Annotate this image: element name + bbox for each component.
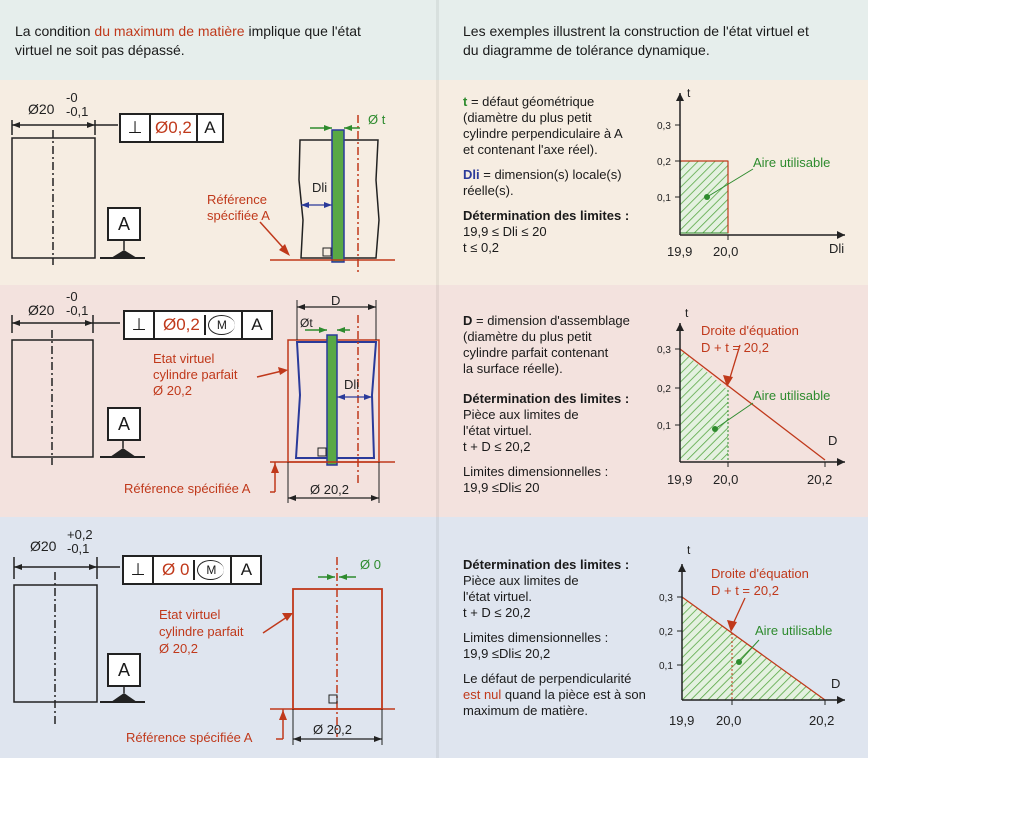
- row3-chart-eq-line2: D + t = 20,2: [711, 583, 779, 598]
- row3-virtual-line1: Etat virtuel: [159, 607, 221, 622]
- row3-chart-ytick: 0,3: [659, 593, 673, 604]
- row1-ref-line2: spécifiée A: [207, 208, 270, 223]
- row3-chart-eq-line1: Droite d'équation: [711, 566, 809, 581]
- row3-chart-area-label: Aire utilisable: [755, 623, 832, 638]
- row2-chart-ylabel: t: [685, 306, 689, 320]
- row2-phi-t: Øt: [300, 316, 313, 330]
- row1-chart-xlabel: Dli: [829, 241, 844, 256]
- row2-chart-eq-line1: Droite d'équation: [701, 323, 799, 338]
- row1-feature-control-frame: ⊥ Ø0,2 A: [119, 113, 224, 143]
- page-fold: [436, 0, 439, 758]
- max-material-modifier: M: [207, 315, 235, 335]
- row3-chart-ytick: 0,2: [659, 627, 673, 638]
- row2-chart-xtick: 19,9: [667, 472, 692, 487]
- row2-virtual-line2: cylindre parfait: [153, 367, 238, 382]
- row2-tol-lower: -0,1: [66, 303, 88, 318]
- row3-chart-xtick: 19,9: [669, 713, 694, 728]
- row3-virtual-line2: cylindre parfait: [159, 624, 244, 639]
- row2-virtual-line1: Etat virtuel: [153, 351, 215, 366]
- row3-chart: t D 0,3 0,2 0,1 19,9 20,0 20,2 Droite d'…: [659, 543, 845, 728]
- perpendicularity-symbol: ⊥: [125, 312, 155, 338]
- row1-fcf-datum: A: [204, 118, 216, 137]
- row2-chart-area-label: Aire utilisable: [753, 388, 830, 403]
- row1-tol-upper: -0: [66, 90, 78, 105]
- row2-chart-xtick: 20,0: [713, 472, 738, 487]
- row1-fcf-tolerance: Ø0,2: [151, 115, 198, 141]
- row3-phi0: Ø 0: [360, 557, 381, 572]
- row1-chart-area-label: Aire utilisable: [753, 155, 830, 170]
- row1-chart-ytick: 0,3: [657, 121, 671, 132]
- row1-chart-xtick: 20,0: [713, 244, 738, 259]
- row3-datum-box: A: [107, 653, 141, 687]
- row1-drawing: Ø20 -0 -0,1 Ø t Dli Référence spécifiée …: [11, 90, 395, 275]
- max-material-modifier: M: [197, 560, 225, 580]
- row2-datum-box: A: [107, 407, 141, 441]
- row1-phi-t: Ø t: [368, 112, 386, 127]
- row1-chart: t Dli 0,3 0,2 0,1 19,9 20,0 Aire utilisa…: [657, 86, 845, 259]
- row2-chart: t D 0,3 0,2 0,1 19,9 20,0 20,2 Droite d'…: [657, 306, 845, 487]
- row3-virtual-line3: Ø 20,2: [159, 641, 198, 656]
- row2-chart-xtick: 20,2: [807, 472, 832, 487]
- row3-fcf-tolerance: Ø 0: [158, 560, 196, 580]
- row2-fcf-tolerance: Ø0,2: [159, 315, 206, 335]
- row3-chart-xlabel: D: [831, 676, 840, 691]
- row1-ref-line1: Référence: [207, 192, 267, 207]
- row2-dli: Dli: [344, 377, 359, 392]
- row2-drawing: Ø20 -0 -0,1 D Øt Dli Ø 20,2 Etat virtuel…: [11, 289, 395, 503]
- top-band: [0, 0, 868, 80]
- row3-ref: Référence spécifiée A: [126, 730, 253, 745]
- row2-d-label: D: [331, 293, 340, 308]
- row2-dim: Ø20: [28, 302, 55, 318]
- row3-tol-upper: +0,2: [67, 527, 93, 542]
- row3-drawing: Ø20 +0,2 -0,1 Ø 0 Ø 20,2 Etat virtuel cy…: [13, 527, 395, 745]
- row3-tol-lower: -0,1: [67, 541, 89, 556]
- row3-chart-xtick: 20,0: [716, 713, 741, 728]
- row1-chart-ylabel: t: [687, 86, 691, 100]
- header-right: Les exemples illustrent la construction …: [463, 23, 809, 58]
- row1-dim: Ø20: [28, 101, 55, 117]
- row1-chart-ytick: 0,1: [657, 193, 671, 204]
- row2-fcf-datum: A: [251, 315, 263, 334]
- row2-chart-xlabel: D: [828, 433, 837, 448]
- row3-dim-bottom: Ø 20,2: [313, 722, 352, 737]
- header-left: La condition du maximum de matière impli…: [15, 23, 361, 58]
- row3-chart-ytick: 0,1: [659, 661, 673, 672]
- row2-virtual-line3: Ø 20,2: [153, 383, 192, 398]
- perpendicularity-symbol: ⊥: [124, 557, 154, 583]
- row3-chart-xtick: 20,2: [809, 713, 834, 728]
- row2-tol-upper: -0: [66, 289, 78, 304]
- row2-text: D = dimension d'assemblage (diamètre du …: [463, 313, 630, 495]
- perpendicularity-symbol: ⊥: [121, 115, 151, 141]
- row1-dli: Dli: [312, 180, 327, 195]
- row1-tol-lower: -0,1: [66, 104, 88, 119]
- row1-text: t = défaut géométrique (diamètre du plus…: [463, 94, 630, 255]
- row2-dim-bottom: Ø 20,2: [310, 482, 349, 497]
- row1-chart-xtick: 19,9: [667, 244, 692, 259]
- row2-ref: Référence spécifiée A: [124, 481, 251, 496]
- row2-chart-ytick: 0,3: [657, 345, 671, 356]
- row2-chart-eq-line2: D + t = 20,2: [701, 340, 769, 355]
- row3-chart-ylabel: t: [687, 543, 691, 557]
- row1-datum-box: A: [107, 207, 141, 241]
- row3-text: Détermination des limites : Pièce aux li…: [463, 557, 646, 718]
- row2-chart-ytick: 0,2: [657, 384, 671, 395]
- row3-dim: Ø20: [30, 538, 57, 554]
- row3-fcf-datum: A: [240, 560, 253, 579]
- row2-chart-ytick: 0,1: [657, 421, 671, 432]
- row1-chart-ytick: 0,2: [657, 157, 671, 168]
